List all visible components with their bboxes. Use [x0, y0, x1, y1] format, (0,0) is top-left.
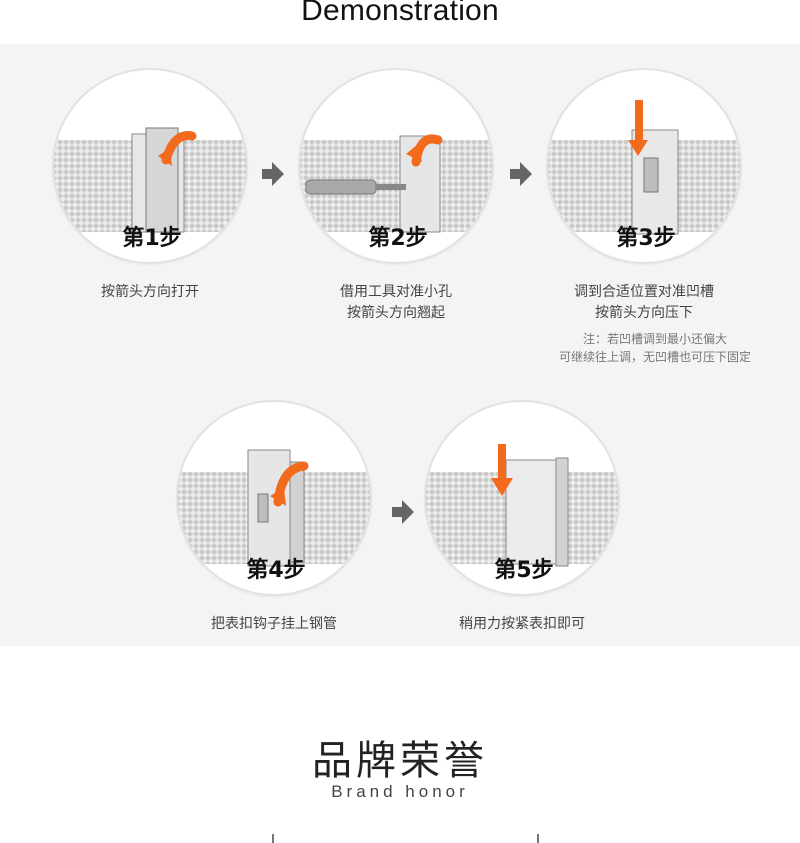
step-4-illustration: 第4步 [176, 400, 372, 596]
step-5-caption: 稍用力按紧表扣即可 [459, 616, 585, 632]
brand-honor-subtitle: Brand honor [331, 782, 469, 801]
step-2-caption: 借用工具对准小孔 按箭头方向翘起 [340, 284, 452, 321]
step-4-caption: 把表扣钩子挂上钢管 [211, 616, 337, 632]
step-3-caption: 调到合适位置对准凹槽 按箭头方向压下 [574, 284, 714, 321]
divider-tick-right [537, 834, 539, 843]
step-label: 第2步 [368, 226, 428, 251]
brand-honor-title: 品牌荣誉 [312, 738, 488, 784]
step-1-illustration: 第1步 [52, 68, 248, 264]
step-label: 第3步 [616, 226, 676, 251]
clasp-hook-icon [178, 449, 370, 567]
divider-tick-left [272, 834, 274, 843]
step-3-note: 注：若凹槽调到最小还偏大 可继续往上调，无凹槽也可压下固定 [558, 332, 751, 364]
clasp-close-icon [426, 444, 618, 567]
right-arrow-icon [392, 500, 414, 524]
section-title: Demonstration [301, 0, 499, 27]
step-label: 第1步 [122, 226, 182, 251]
clasp-open-icon [54, 127, 246, 233]
step-1-caption: 按箭头方向打开 [101, 284, 199, 300]
clasp-lift-tool-icon [300, 134, 492, 233]
clasp-press-down-icon [548, 100, 740, 235]
right-arrow-icon [510, 162, 532, 186]
step-2-illustration: 第2步 [298, 68, 494, 264]
demonstration-panel: 第1步 按箭头方向打开 第2步 [0, 44, 800, 646]
step-label: 第5步 [494, 558, 554, 583]
step-label: 第4步 [246, 558, 306, 583]
step-5-illustration: 第5步 [424, 400, 620, 596]
right-arrow-icon [262, 162, 284, 186]
step-3-illustration: 第3步 [546, 68, 742, 264]
